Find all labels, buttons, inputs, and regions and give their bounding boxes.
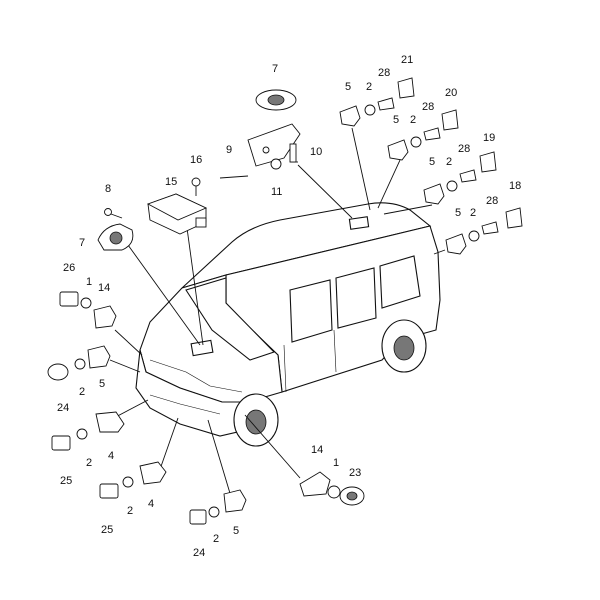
callout-2-left: 2: [79, 386, 85, 398]
sensor-group-right-2: [387, 109, 459, 161]
sensor-group-right-bottom: [299, 471, 365, 506]
callout-r4-28: 28: [486, 195, 498, 207]
callout-1-right: 1: [333, 457, 339, 469]
leader-lines: [109, 127, 446, 501]
callout-r2-28: 28: [422, 101, 434, 113]
callout-r1-2: 2: [366, 81, 372, 93]
callout-15: 15: [165, 176, 177, 188]
screw-part: [191, 177, 201, 196]
callout-11: 11: [271, 186, 282, 198]
callout-2-c: 2: [127, 505, 133, 517]
callout-r4-18: 18: [509, 180, 521, 192]
callout-r3-28: 28: [458, 143, 470, 155]
callout-10: 10: [310, 146, 322, 158]
callout-25-b: 25: [101, 524, 113, 536]
callout-2-b: 2: [86, 457, 92, 469]
callout-r3-5: 5: [429, 156, 435, 168]
sensor-group-right-4: [445, 207, 523, 255]
horn-part-top: [255, 89, 297, 111]
sensor-group-bottom: [189, 489, 247, 525]
callout-4-b: 4: [148, 498, 154, 510]
callout-5-left: 5: [99, 378, 105, 390]
callout-23: 23: [349, 467, 361, 479]
callout-16: 16: [190, 154, 202, 166]
callout-r1-21: 21: [401, 54, 413, 66]
callout-24-b: 24: [193, 547, 205, 559]
horn-part-left: [97, 223, 134, 251]
callout-r2-20: 20: [445, 87, 457, 99]
callout-4-a: 4: [108, 450, 114, 462]
callout-14-left: 14: [98, 282, 110, 294]
callout-25-a: 25: [60, 475, 72, 487]
callout-r1-5: 5: [345, 81, 351, 93]
callout-r2-2: 2: [410, 114, 416, 126]
callout-7-left: 7: [79, 237, 85, 249]
bolt-nut-part: [270, 143, 297, 170]
callout-r2-5: 5: [393, 114, 399, 126]
callout-r3-19: 19: [483, 132, 495, 144]
callout-14-right: 14: [311, 444, 323, 456]
callout-8: 8: [105, 183, 111, 195]
callout-2-d: 2: [213, 533, 219, 545]
callout-r4-5: 5: [455, 207, 461, 219]
callout-5-b: 5: [233, 525, 239, 537]
sensor-group-right-1: [339, 77, 415, 127]
sensor-group-left-bottom: [99, 461, 167, 499]
callout-1-left: 1: [86, 276, 92, 288]
callout-9: 9: [226, 144, 232, 156]
callout-24-left: 24: [57, 402, 69, 414]
sensor-group-left-mid: [47, 345, 111, 381]
sensor-group-left-top: [59, 291, 117, 329]
callout-r4-2: 2: [470, 207, 476, 219]
callout-26: 26: [63, 262, 75, 274]
control-unit-part: [146, 193, 208, 235]
callout-r3-2: 2: [446, 156, 452, 168]
car-illustration: [135, 202, 441, 447]
callout-7-top: 7: [272, 63, 278, 75]
bolt-part: [104, 208, 123, 219]
callout-r1-28: 28: [378, 67, 390, 79]
callout-labels: 7 9 10 11 16 15 8 7 26 1 14 5 2 24 25 2 …: [57, 54, 521, 559]
sensor-group-left-low: [51, 411, 125, 451]
sensor-group-right-3: [423, 151, 497, 205]
